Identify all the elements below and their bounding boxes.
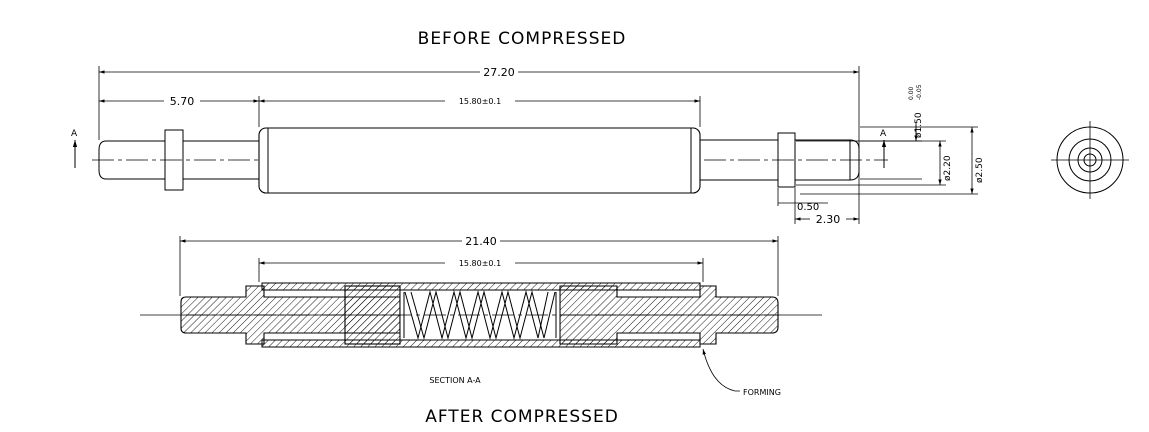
svg-text:2.30: 2.30 (816, 213, 841, 226)
svg-text:A: A (71, 129, 78, 139)
svg-text:FORMING: FORMING (743, 388, 781, 397)
title-after-compressed: AFTER COMPRESSED (425, 407, 619, 427)
end-view (1051, 121, 1129, 199)
svg-text:5.70: 5.70 (170, 95, 195, 108)
section-marker-right: A (880, 129, 887, 168)
svg-text:-0.05: -0.05 (916, 84, 923, 100)
section-a-a-label: SECTION A-A (429, 376, 481, 385)
dim-left-tip: 5.70 (99, 95, 260, 127)
barrel-wall-bottom (261, 339, 701, 348)
spring (404, 290, 549, 340)
title-before-compressed: BEFORE COMPRESSED (418, 29, 627, 49)
svg-text:21.40: 21.40 (465, 235, 497, 248)
svg-text:A: A (880, 129, 887, 139)
svg-text:27.20: 27.20 (483, 66, 515, 79)
dim-diameter-small: ø1.50 0.00 -0.05 (860, 84, 924, 180)
forming-leader: FORMING (702, 348, 781, 397)
svg-text:15.80±0.1: 15.80±0.1 (459, 259, 501, 268)
dim-barrel-before: 15.80±0.1 (259, 96, 701, 127)
svg-text:ø2.50: ø2.50 (975, 157, 985, 183)
svg-text:15.80±0.1: 15.80±0.1 (459, 97, 501, 106)
svg-text:ø1.50: ø1.50 (914, 112, 924, 138)
pin-before-compressed (92, 127, 888, 194)
dim-barrel-after: 15.80±0.1 (258, 258, 704, 282)
svg-text:0.00: 0.00 (908, 86, 915, 100)
barrel-before (258, 127, 701, 194)
dim-overall-before: 27.20 (98, 66, 860, 224)
dim-right-tip: 2.30 (795, 213, 859, 226)
barrel-wall-top (261, 282, 701, 291)
svg-text:ø2.20: ø2.20 (943, 155, 953, 181)
pin-section-after (140, 282, 822, 348)
svg-text:0.50: 0.50 (797, 202, 819, 213)
left-plunger-outline (98, 129, 260, 191)
dim-overall-after: 21.40 (179, 235, 779, 296)
section-marker-left: A (71, 129, 78, 168)
dim-diameter-mid: ø2.20 (796, 140, 953, 186)
dim-diameter-large: ø2.50 (800, 126, 985, 195)
